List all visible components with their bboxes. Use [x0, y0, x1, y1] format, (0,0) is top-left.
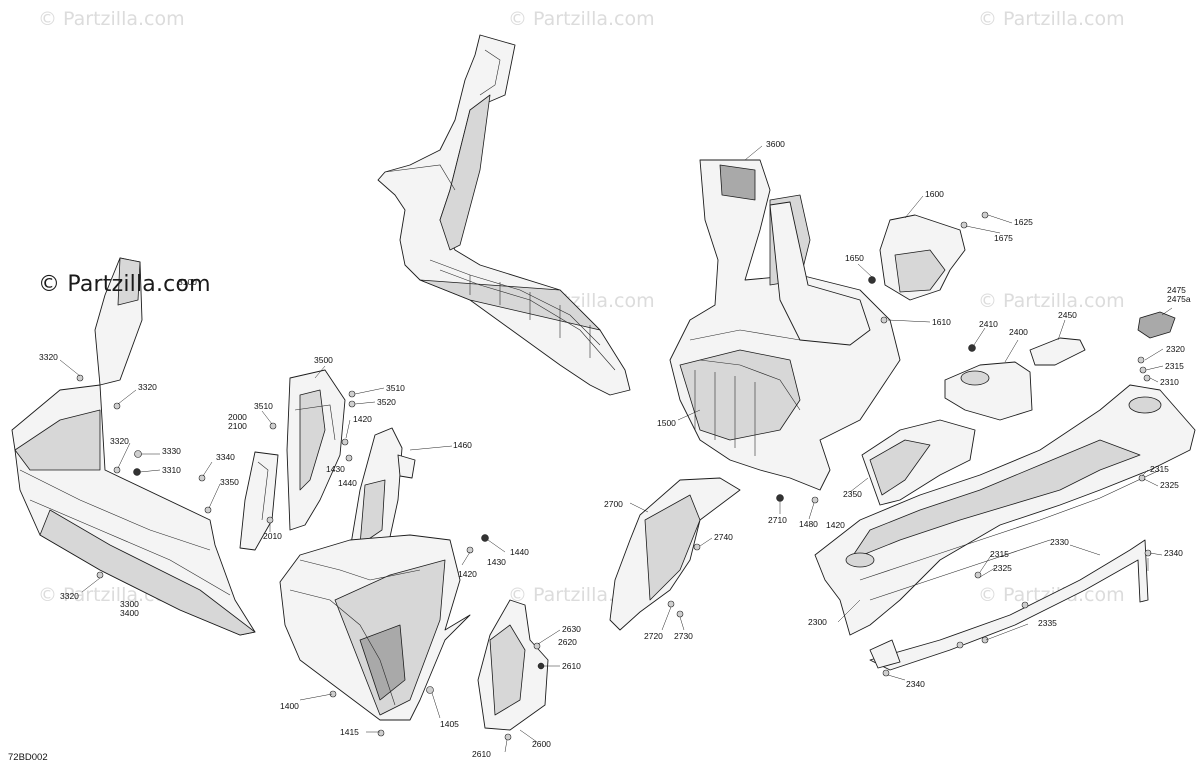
callout-2740[interactable]: 2740 — [714, 532, 733, 542]
callout-2340[interactable]: 2340 — [1164, 548, 1183, 558]
callout-3340[interactable]: 3340 — [216, 452, 235, 462]
callout-1420[interactable]: 1420 — [458, 569, 477, 579]
callout-1430[interactable]: 1430 — [487, 557, 506, 567]
callout-1625[interactable]: 1625 — [1014, 217, 1033, 227]
callout-2700[interactable]: 2700 — [604, 499, 623, 509]
callout-3100[interactable]: 3100 — [178, 277, 197, 287]
callout-1440[interactable]: 1440 — [338, 478, 357, 488]
callout-2730[interactable]: 2730 — [674, 631, 693, 641]
callout-2600[interactable]: 2600 — [532, 739, 551, 749]
watermark: © Partzilla.com — [508, 8, 655, 30]
callout-2325[interactable]: 2325 — [993, 563, 1012, 573]
callout-1420[interactable]: 1420 — [353, 414, 372, 424]
callout-2710[interactable]: 2710 — [768, 515, 787, 525]
callout-1400[interactable]: 1400 — [280, 701, 299, 711]
console-1500-part[interactable] — [669, 159, 901, 491]
cover-2700-part[interactable] — [609, 477, 741, 631]
callout-3520[interactable]: 3520 — [377, 397, 396, 407]
callout-3320[interactable]: 3320 — [138, 382, 157, 392]
callout-2330[interactable]: 2330 — [1050, 537, 1069, 547]
callout-2340[interactable]: 2340 — [906, 679, 925, 689]
diagram-reference-code: 72BD002 — [8, 752, 48, 763]
left-side-panel-part[interactable] — [11, 257, 256, 636]
callout-2010[interactable]: 2010 — [263, 531, 282, 541]
callout-3350[interactable]: 3350 — [220, 477, 239, 487]
callout-2620[interactable]: 2620 — [558, 637, 577, 647]
watermark: © Partzilla.com — [38, 8, 185, 30]
callout-2315[interactable]: 2315 — [990, 549, 1009, 559]
callout-1600[interactable]: 1600 — [925, 189, 944, 199]
callout-3600[interactable]: 3600 — [766, 139, 785, 149]
callout-3510[interactable]: 3510 — [386, 383, 405, 393]
callout-3320[interactable]: 3320 — [110, 436, 129, 446]
bracket-1600-part[interactable] — [879, 214, 966, 301]
callout-2475-2475a[interactable]: 2475 2475a — [1167, 285, 1191, 304]
door-frame-3500-part[interactable] — [286, 369, 346, 531]
callout-1440[interactable]: 1440 — [510, 547, 529, 557]
callout-1610[interactable]: 1610 — [932, 317, 951, 327]
callout-3320[interactable]: 3320 — [39, 352, 58, 362]
pad-2450-part[interactable] — [1029, 337, 1086, 366]
callout-2325[interactable]: 2325 — [1160, 480, 1179, 490]
callout-2315[interactable]: 2315 — [1150, 464, 1169, 474]
callout-2000-2100[interactable]: 2000 2100 — [228, 412, 247, 431]
callout-1500[interactable]: 1500 — [657, 418, 676, 428]
cover-2400-part[interactable] — [944, 361, 1033, 421]
callout-1420[interactable]: 1420 — [826, 520, 845, 530]
callout-2315[interactable]: 2315 — [1165, 361, 1184, 371]
callout-2400[interactable]: 2400 — [1009, 327, 1028, 337]
lower-panel-1400-part[interactable] — [279, 534, 471, 721]
callout-2720[interactable]: 2720 — [644, 631, 663, 641]
callout-2350[interactable]: 2350 — [843, 489, 862, 499]
callout-2410[interactable]: 2410 — [979, 319, 998, 329]
callout-3320[interactable]: 3320 — [60, 591, 79, 601]
center-frame-part[interactable] — [377, 34, 631, 396]
callout-1405[interactable]: 1405 — [440, 719, 459, 729]
callout-1480[interactable]: 1480 — [799, 519, 818, 529]
callout-3310[interactable]: 3310 — [162, 465, 181, 475]
watermark: © Partzilla.com — [978, 290, 1125, 312]
callout-3510[interactable]: 3510 — [254, 401, 273, 411]
callout-3330[interactable]: 3330 — [162, 446, 181, 456]
watermark: © Partzilla.com — [978, 8, 1125, 30]
callout-1460[interactable]: 1460 — [453, 440, 472, 450]
callout-1675[interactable]: 1675 — [994, 233, 1013, 243]
callout-1650[interactable]: 1650 — [845, 253, 864, 263]
callout-3300-3400[interactable]: 3300 3400 — [120, 599, 139, 618]
tunnel-2300-part[interactable] — [814, 384, 1196, 636]
callout-2610[interactable]: 2610 — [562, 661, 581, 671]
callout-2310[interactable]: 2310 — [1160, 377, 1179, 387]
panel-2350-part[interactable] — [861, 419, 976, 506]
callout-2335[interactable]: 2335 — [1038, 618, 1057, 628]
callout-2630[interactable]: 2630 — [562, 624, 581, 634]
inner-panel-2600-part[interactable] — [477, 599, 549, 731]
fasteners — [76, 211, 1152, 741]
partzilla-watermark: © Partzilla.com — [38, 272, 211, 297]
pillar-1460-part[interactable] — [349, 427, 416, 571]
panel-2000-part[interactable] — [239, 451, 279, 551]
callout-2450[interactable]: 2450 — [1058, 310, 1077, 320]
callout-1430[interactable]: 1430 — [326, 464, 345, 474]
callout-2320[interactable]: 2320 — [1166, 344, 1185, 354]
callout-2300[interactable]: 2300 — [808, 617, 827, 627]
mount-2475-part[interactable] — [1137, 311, 1176, 339]
callout-3500[interactable]: 3500 — [314, 355, 333, 365]
callout-1415[interactable]: 1415 — [340, 727, 359, 737]
callout-2610[interactable]: 2610 — [472, 749, 491, 759]
leader-lines — [59, 145, 1173, 753]
